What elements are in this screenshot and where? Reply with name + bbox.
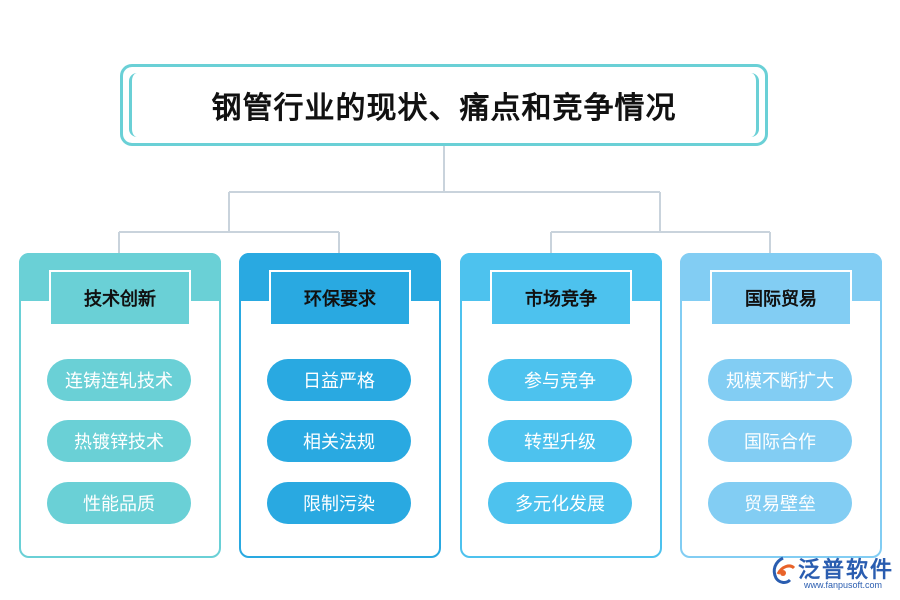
panel-item: 限制污染 bbox=[267, 482, 411, 524]
panel-item: 转型升级 bbox=[488, 420, 632, 462]
diagram-title: 钢管行业的现状、痛点和竞争情况 bbox=[211, 91, 677, 126]
panel-header: 环保要求 bbox=[269, 270, 411, 326]
panel-item: 贸易壁垒 bbox=[708, 482, 852, 524]
panel-item: 连铸连轧技术 bbox=[47, 359, 191, 401]
panel-item: 相关法规 bbox=[267, 420, 411, 462]
panel-market-competition: 市场竞争 参与竞争 转型升级 多元化发展 bbox=[460, 253, 662, 558]
panel-tech-innovation: 技术创新 连铸连轧技术 热镀锌技术 性能品质 bbox=[19, 253, 221, 558]
panel-item: 性能品质 bbox=[47, 482, 191, 524]
panel-header: 市场竞争 bbox=[490, 270, 632, 326]
panel-header: 技术创新 bbox=[49, 270, 191, 326]
panel-header: 国际贸易 bbox=[710, 270, 852, 326]
brand-logo: 泛普软件 www.fanpusoft.com bbox=[768, 552, 896, 592]
panel-item: 热镀锌技术 bbox=[47, 420, 191, 462]
title-box: 钢管行业的现状、痛点和竞争情况 bbox=[120, 64, 768, 146]
logo-url: www.fanpusoft.com bbox=[804, 580, 883, 590]
panel-item: 多元化发展 bbox=[488, 482, 632, 524]
panel-international-trade: 国际贸易 规模不断扩大 国际合作 贸易壁垒 bbox=[680, 253, 882, 558]
panel-item: 国际合作 bbox=[708, 420, 852, 462]
fanpu-logo-icon bbox=[772, 556, 796, 584]
panel-item: 规模不断扩大 bbox=[708, 359, 852, 401]
panel-environmental: 环保要求 日益严格 相关法规 限制污染 bbox=[239, 253, 441, 558]
panel-item: 日益严格 bbox=[267, 359, 411, 401]
logo-name: 泛普软件 bbox=[798, 558, 895, 583]
panel-item: 参与竞争 bbox=[488, 359, 632, 401]
title-inner-frame bbox=[129, 73, 759, 137]
